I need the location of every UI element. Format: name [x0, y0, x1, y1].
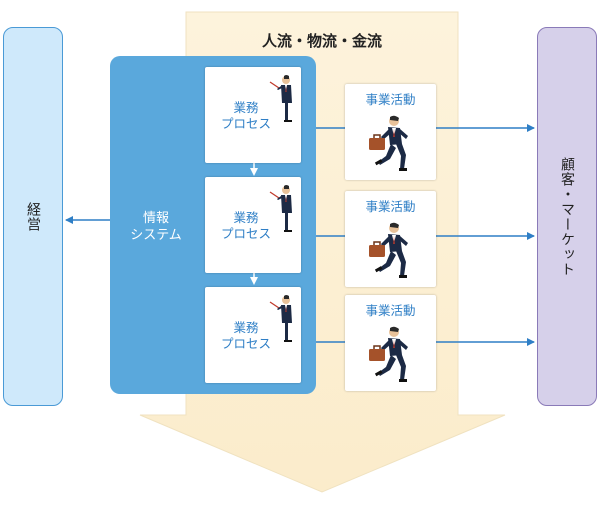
presenter-with-pointer-icon — [269, 185, 292, 232]
process-card-1: 業務 プロセス — [205, 67, 301, 163]
information-system-label: 情報 システム — [130, 211, 182, 243]
business-activity-card-3: 事業活動 — [345, 295, 436, 391]
process-card-label: 業務 プロセス — [220, 210, 271, 241]
business-activity-label: 事業活動 — [365, 199, 416, 214]
running-businessman-with-briefcase-icon — [369, 326, 408, 382]
process-card-3: 業務 プロセス — [205, 287, 301, 383]
process-card-2: 業務 プロセス — [205, 177, 301, 273]
customer-market-label: 顧客・マーケット — [559, 156, 575, 277]
business-activity-label: 事業活動 — [365, 303, 416, 318]
management-box: 経営 — [3, 27, 63, 406]
management-label: 経営 — [25, 201, 41, 232]
customer-market-box: 顧客・マーケット — [537, 27, 597, 406]
business-activity-card-2: 事業活動 — [345, 191, 436, 287]
business-activity-card-1: 事業活動 — [345, 84, 436, 180]
presenter-with-pointer-icon — [269, 75, 292, 122]
running-businessman-with-briefcase-icon — [369, 222, 408, 278]
running-businessman-with-briefcase-icon — [369, 115, 408, 171]
presenter-with-pointer-icon — [269, 295, 292, 342]
process-card-label: 業務 プロセス — [220, 320, 271, 351]
business-activity-label: 事業活動 — [365, 92, 416, 107]
flow-title: 人流・物流・金流 — [261, 32, 382, 50]
process-card-label: 業務 プロセス — [220, 100, 271, 131]
